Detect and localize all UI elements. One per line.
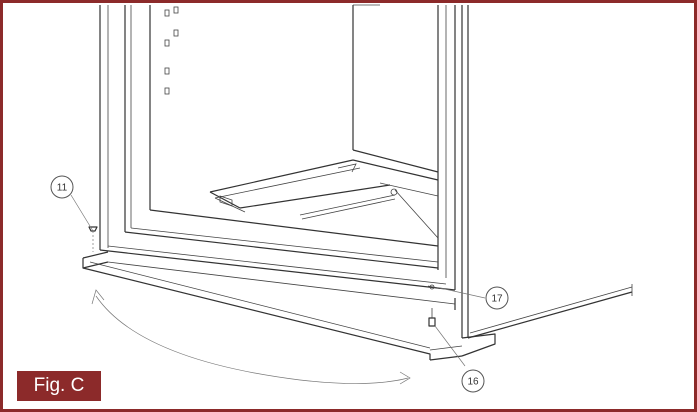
callout-number: 16	[467, 377, 479, 388]
screw-part-11	[70, 194, 98, 252]
callout-number: 17	[491, 294, 503, 305]
bolt-part-16	[428, 308, 466, 367]
curved-double-arrow-icon	[91, 289, 411, 385]
callout-16: 16	[461, 369, 485, 393]
figure-label: Fig. C	[17, 371, 101, 401]
callout-17: 17	[485, 286, 509, 310]
bracket-part-17	[427, 284, 486, 299]
cabinet-side-panel	[467, 5, 633, 339]
callout-11: 11	[50, 175, 74, 199]
cabinet-interior	[209, 4, 439, 239]
door-frame	[99, 5, 463, 338]
base-plinth	[82, 251, 496, 361]
callout-number: 11	[57, 183, 68, 194]
